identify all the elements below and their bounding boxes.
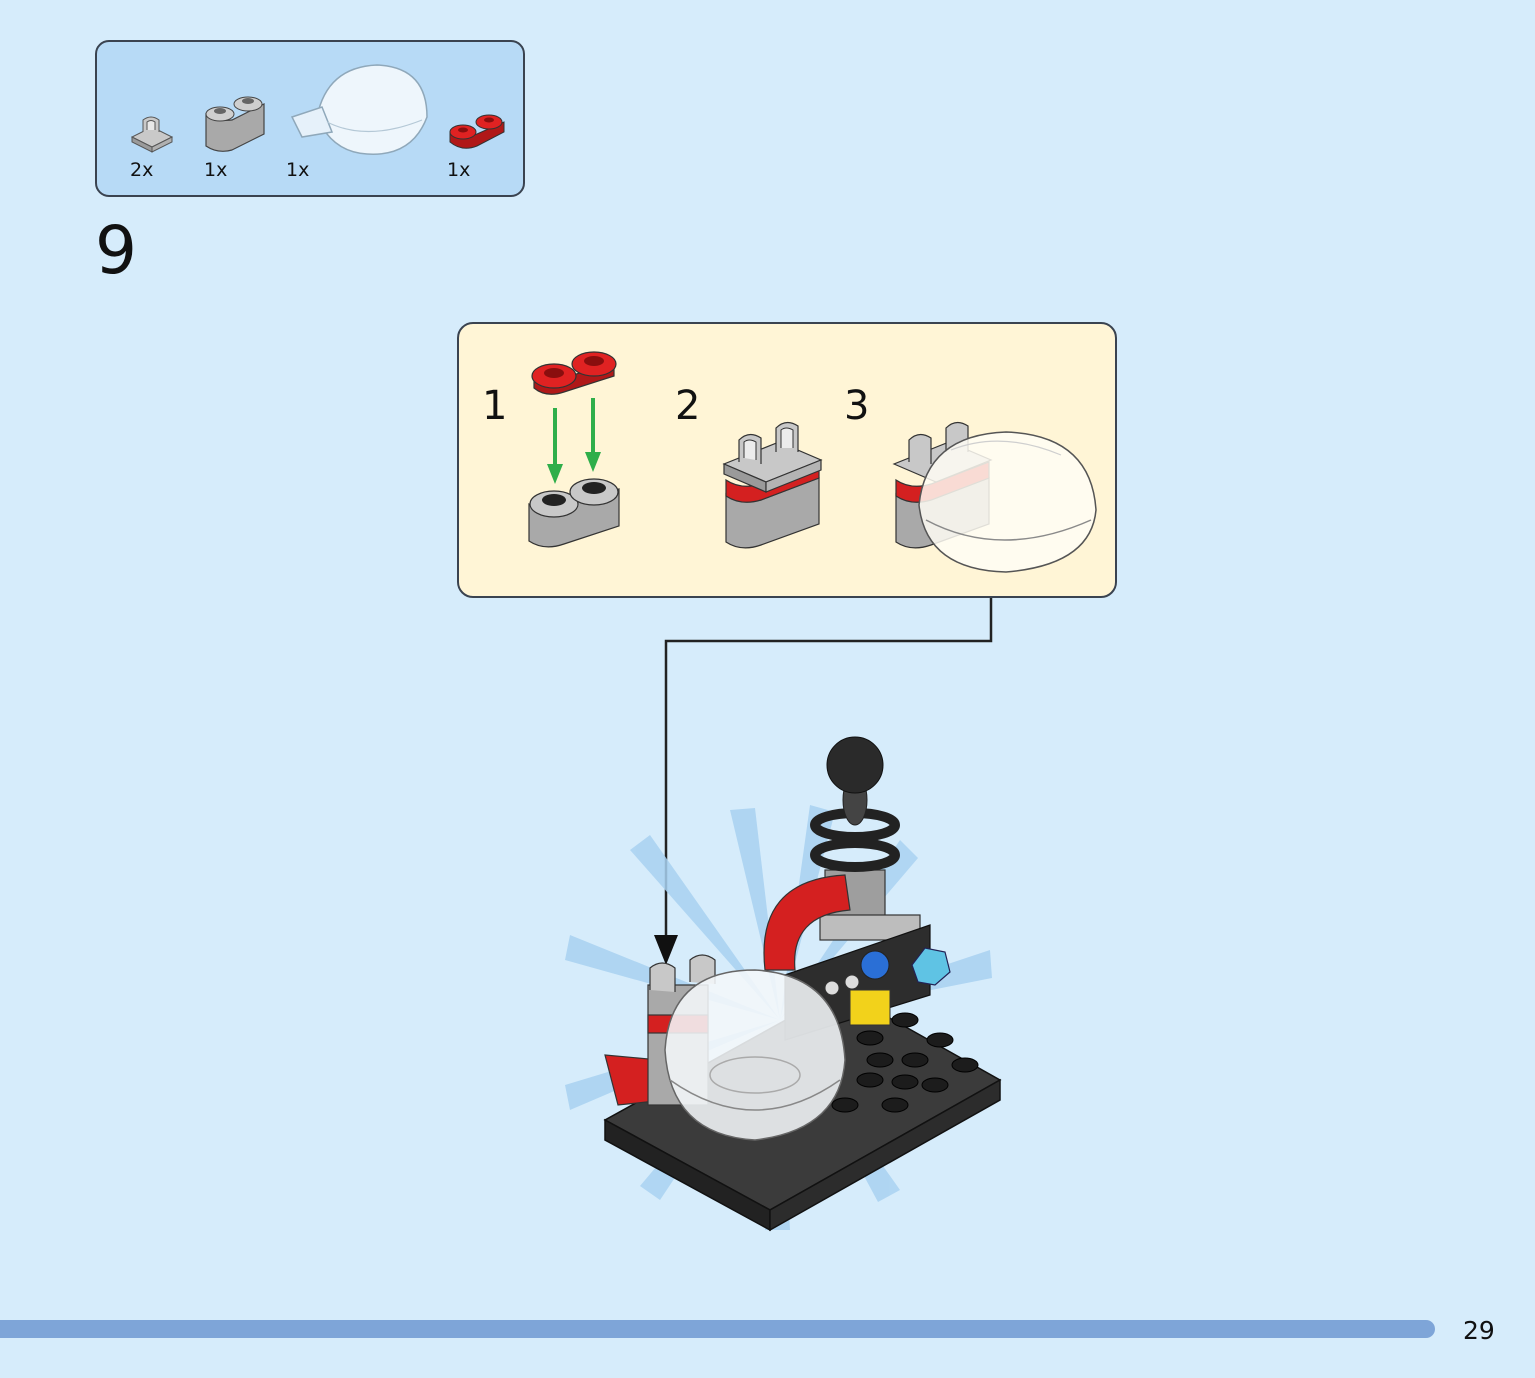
- gray-brick-part-icon: [205, 96, 265, 152]
- substep-2-illustration: [722, 421, 823, 549]
- substep-number: 2: [675, 383, 701, 429]
- progress-bar: [0, 1320, 1435, 1338]
- placement-arrow-icon: [654, 935, 678, 965]
- substep-3-illustration: [892, 421, 1097, 573]
- part-quantity: 1x: [286, 159, 310, 181]
- part-quantity: 2x: [130, 159, 154, 181]
- substep-number: 3: [844, 383, 870, 429]
- part-quantity: 1x: [447, 159, 471, 181]
- part-quantity: 1x: [204, 159, 228, 181]
- clip-plate-part-icon: [130, 116, 174, 153]
- transparent-dome-part-icon: [290, 64, 428, 155]
- parts-list-box: 2x 1x 1x 1x: [95, 40, 525, 197]
- substep-number: 1: [482, 383, 508, 429]
- model-assembly-illustration: [565, 736, 1002, 1232]
- step-number: 9: [95, 212, 137, 289]
- red-plate-part-icon: [449, 114, 505, 149]
- subassembly-box: 1 2 3: [457, 322, 1117, 598]
- substep-1-illustration: [528, 351, 620, 548]
- page-number: 29: [1463, 1316, 1495, 1345]
